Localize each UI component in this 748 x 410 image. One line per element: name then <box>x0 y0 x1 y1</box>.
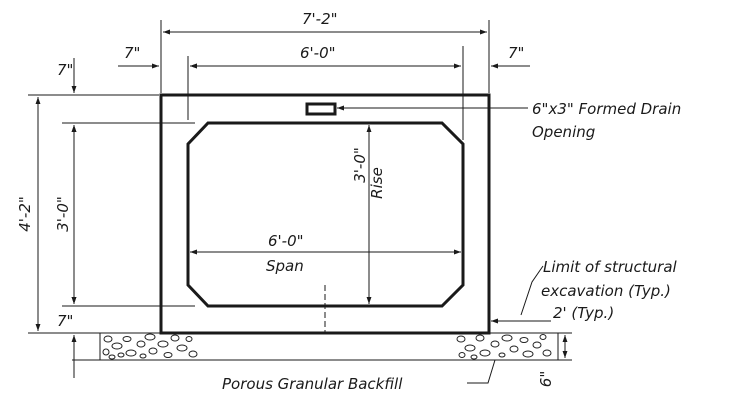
bottom-slab-dim: 7" <box>57 312 73 330</box>
aggregate-right <box>456 334 552 360</box>
aggregate-left <box>102 333 198 360</box>
limit-offset-dim: 2' (Typ.) <box>553 304 614 322</box>
drain-opening <box>305 102 337 116</box>
backfill-callout: Porous Granular Backfill <box>222 375 403 393</box>
limit-leader <box>520 265 544 316</box>
right-wall-dim: 7" <box>508 44 524 62</box>
left-wall-dim: 7" <box>124 44 140 62</box>
inside-height-dim: 3'-0" <box>54 196 72 232</box>
limit-callout-line1: Limit of structural <box>543 258 678 276</box>
inside-width-dim: 6'-0" <box>300 44 336 62</box>
span-value: 6'-0" <box>268 232 304 250</box>
overall-width-dim: 7'-2" <box>302 10 338 28</box>
drain-callout-line2: Opening <box>532 123 595 141</box>
extension-lines <box>28 20 560 361</box>
rise-value: 3'-0" <box>351 147 369 183</box>
culvert-opening <box>186 121 465 308</box>
overall-height-dim: 4'-2" <box>16 196 34 232</box>
backfill-leader <box>467 359 496 384</box>
backfill-depth-dim: 6" <box>537 371 555 387</box>
top-slab-dim: 7" <box>57 61 73 79</box>
limit-callout-line2: excavation (Typ.) <box>541 282 671 300</box>
rise-label: Rise <box>368 167 386 199</box>
drain-callout-line1: 6"x3" Formed Drain <box>532 100 681 118</box>
span-label: Span <box>266 257 304 275</box>
